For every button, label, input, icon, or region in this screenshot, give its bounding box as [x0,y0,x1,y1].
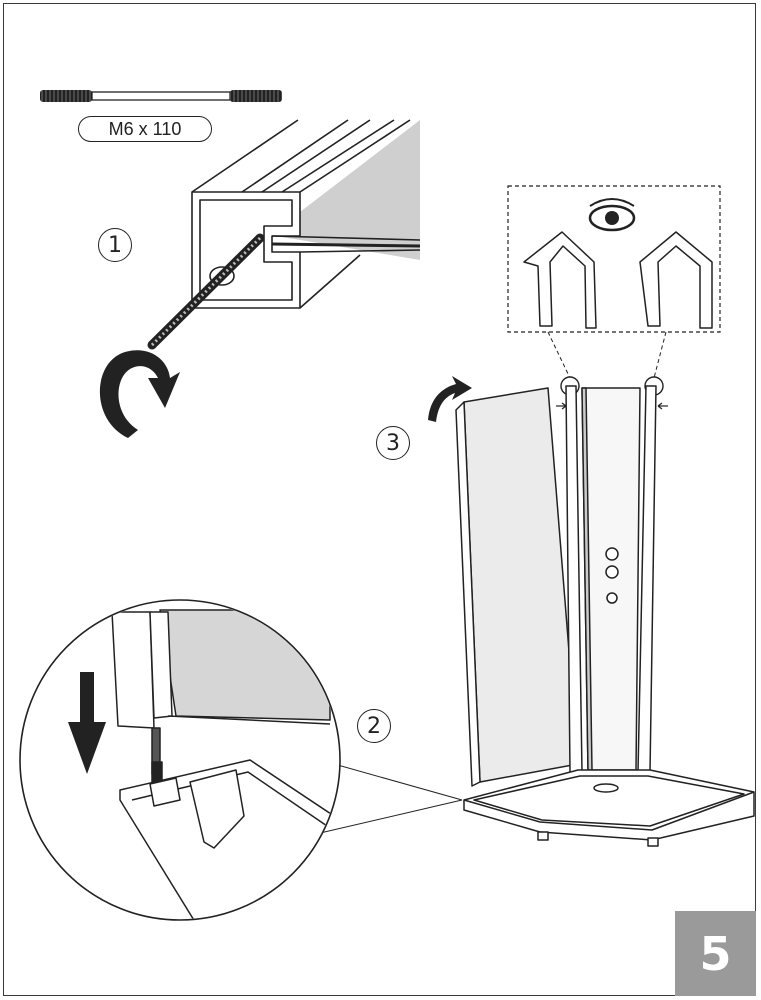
gasket-profiles [523,231,713,329]
page-frame [3,3,756,996]
screw-spec-label: M6 x 110 [78,116,212,142]
curved-arrow-icon [428,376,472,422]
step-1-number: 1 [98,228,132,262]
profile-detail [191,119,421,309]
step-3-number: 3 [376,426,410,460]
detail-box [507,185,721,333]
down-arrow-icon [68,672,106,774]
screw [147,233,265,350]
step-2-number: 2 [357,709,391,743]
page-number-badge: 5 [675,911,756,996]
rotate-arrow-icon [99,350,180,438]
eye-icon [588,198,636,232]
hinge-detail [19,599,341,921]
shower-enclosure [455,385,755,847]
threaded-rod [40,90,282,102]
